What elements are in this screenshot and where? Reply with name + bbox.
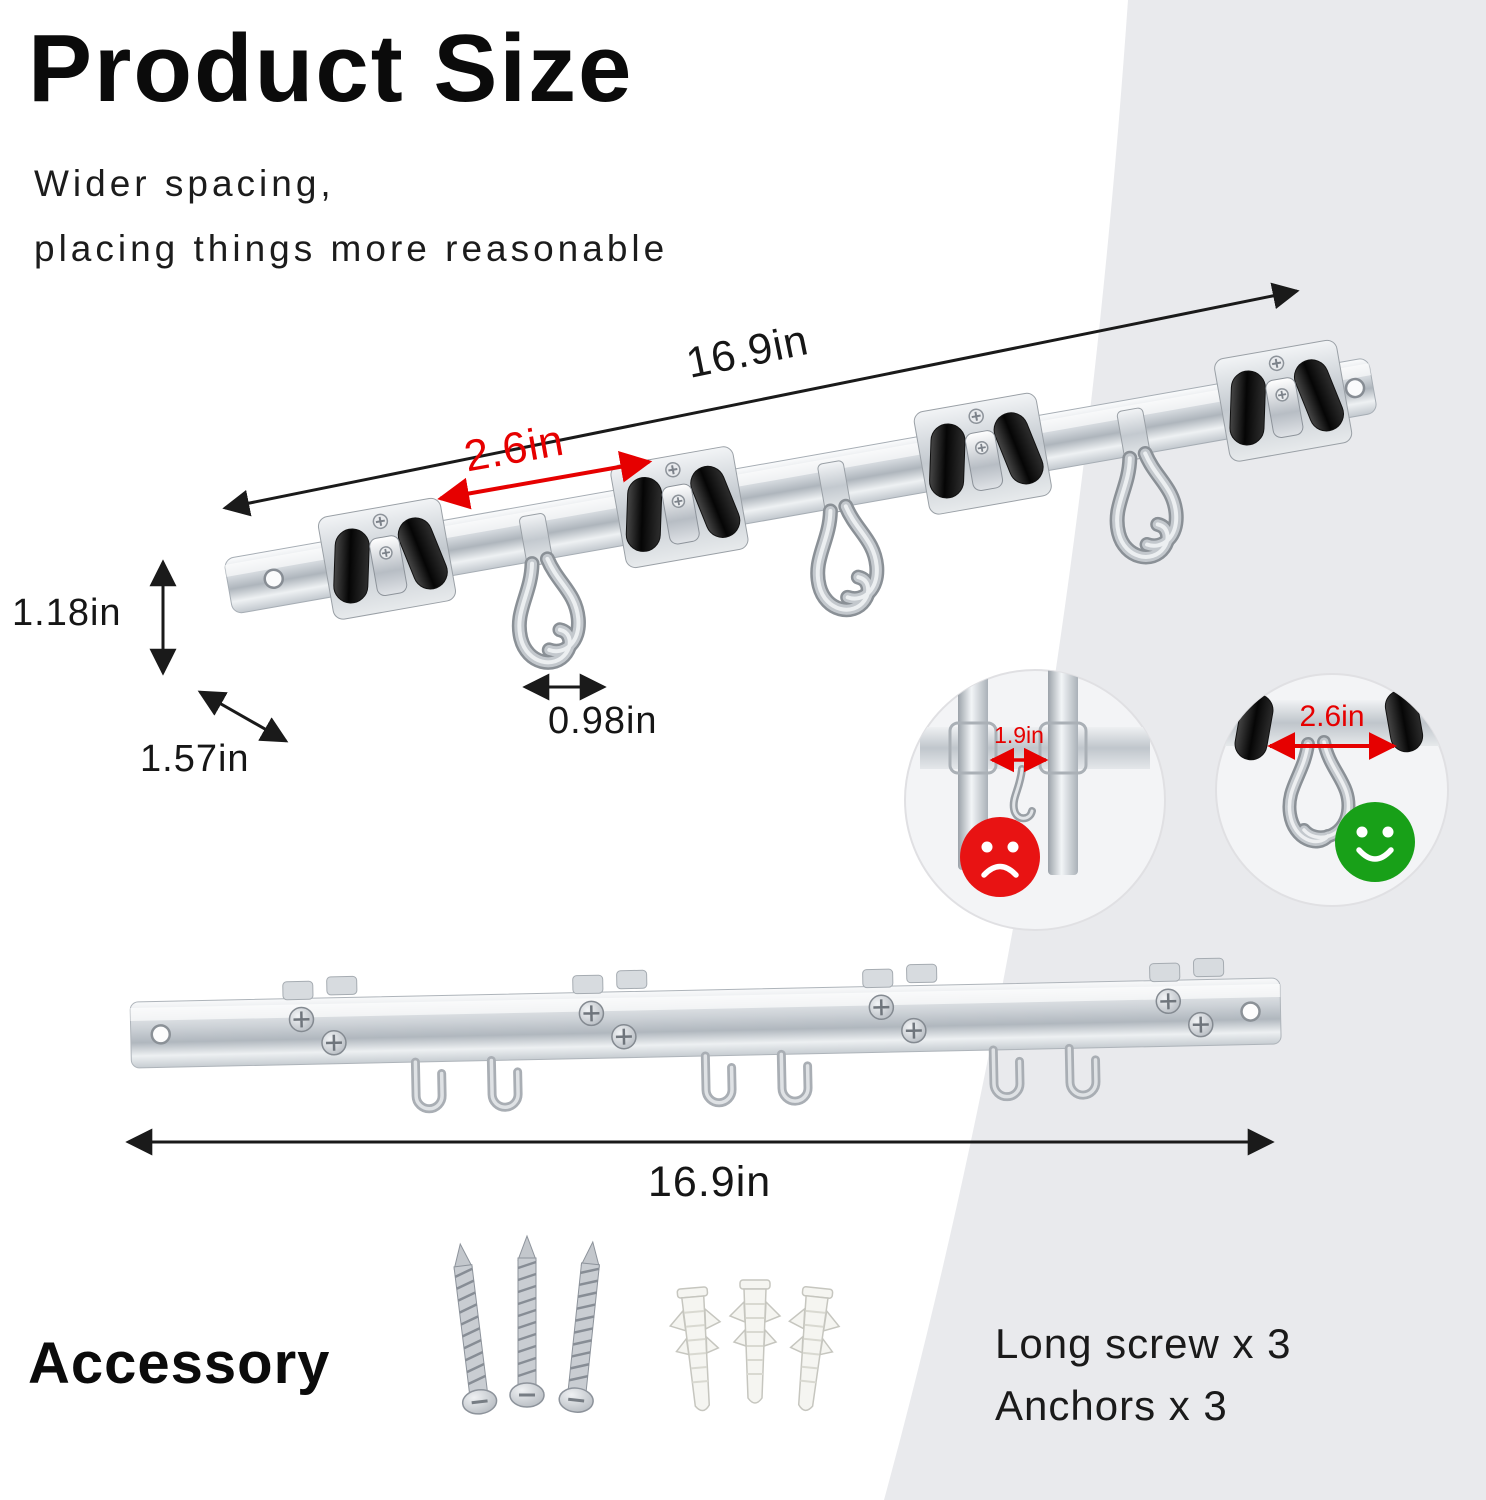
page-subtitle: Wider spacing, placing things more reaso… <box>34 152 668 282</box>
accessory-screws <box>441 1234 612 1418</box>
subtitle-line-2: placing things more reasonable <box>34 227 669 269</box>
front-hook-3b <box>1069 1048 1096 1096</box>
good-spacing-label: 2.6in <box>1299 700 1364 733</box>
front-hook-1a <box>415 1062 442 1110</box>
inset-good-spacing: 2.6in <box>1215 673 1449 907</box>
front-mount-hole-right <box>1240 1001 1261 1022</box>
hook-width-label: 0.98in <box>548 700 658 742</box>
front-hook-3a <box>993 1049 1020 1097</box>
long-screw-1 <box>441 1240 500 1418</box>
broom-handle-2 <box>1048 670 1078 875</box>
gripper-clamp-3 <box>911 390 1054 517</box>
total-length-bottom-label: 16.9in <box>648 1158 772 1206</box>
page-title: Product Size <box>28 15 634 122</box>
front-bar-sheen <box>130 983 1281 1022</box>
depth-label: 1.57in <box>140 738 250 780</box>
long-screw-2 <box>508 1234 546 1409</box>
subtitle-line-1: Wider spacing, <box>34 163 335 204</box>
broom-handle-1 <box>958 670 988 870</box>
mount-hole-left <box>263 568 284 589</box>
roomy-hook <box>1282 735 1356 849</box>
happy-face-icon <box>1335 802 1415 882</box>
long-screw-3 <box>556 1238 612 1416</box>
accessory-heading: Accessory <box>28 1331 331 1396</box>
accessory-anchors <box>666 1279 844 1414</box>
height-label: 1.18in <box>12 592 122 634</box>
accessory-anchors-label: Anchors x 3 <box>995 1382 1228 1429</box>
gripper-clamp-4 <box>1212 337 1355 464</box>
front-mount-hole-left <box>150 1024 172 1045</box>
inset-circle <box>904 669 1166 931</box>
gripper-clamp-1 <box>315 495 459 622</box>
front-hook-1b <box>491 1060 518 1108</box>
rack-assembly <box>224 337 1377 702</box>
bad-spacing-label: 1.9in <box>994 722 1044 748</box>
accessory-long-screw-label: Long screw x 3 <box>995 1320 1292 1367</box>
front-hook-2b <box>781 1054 808 1102</box>
inset-bad-spacing: 1.9in <box>904 669 1166 931</box>
front-hook-2a <box>705 1055 732 1103</box>
wall-anchor-1 <box>666 1284 729 1414</box>
mount-hole-right <box>1344 377 1366 399</box>
product-rack-front-view <box>129 956 1282 1150</box>
wall-anchor-2 <box>729 1279 781 1404</box>
sad-face-icon <box>960 817 1040 897</box>
wall-anchor-3 <box>779 1284 844 1414</box>
